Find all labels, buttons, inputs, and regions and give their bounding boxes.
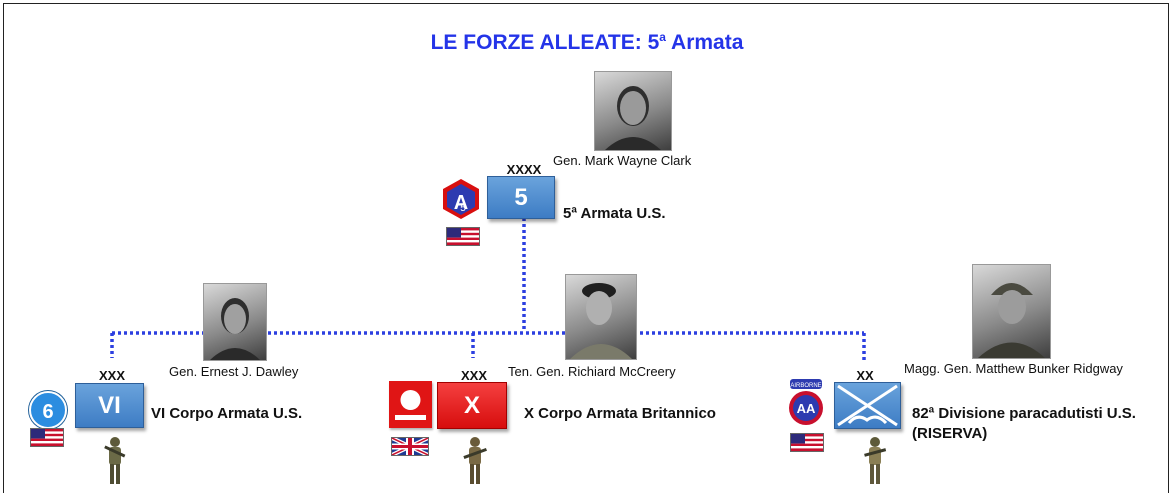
portrait-ridgway (972, 264, 1051, 359)
82nd-airborne-patch-icon: AIRBORNE AA (786, 378, 826, 433)
svg-text:AIRBORNE: AIRBORNE (790, 383, 821, 389)
us-flag-icon (446, 227, 480, 246)
unit-symbol-5-armata: 5 (487, 176, 555, 219)
unit-symbol-x-corpo: X (437, 382, 507, 429)
us-flag-icon (790, 433, 824, 452)
commander-mccreery: Ten. Gen. Richiard McCreery (508, 364, 676, 379)
us-flag-icon (30, 428, 64, 447)
commander-clark: Gen. Mark Wayne Clark (553, 153, 692, 168)
commander-dawley: Gen. Ernest J. Dawley (169, 364, 299, 379)
paratrooper-soldier-icon (861, 436, 889, 491)
diagram-frame (3, 3, 1169, 493)
uk-flag-icon (391, 436, 429, 457)
svg-text:A: A (454, 192, 468, 214)
unit-name-vi-corpo: VI Corpo Armata U.S. (151, 405, 303, 422)
portrait-clark (594, 71, 672, 151)
echelon-x-corpo: XXX (460, 368, 487, 383)
unit-name-82-div: 82ª Divisione paracadutisti U.S. (912, 405, 1136, 422)
portrait-dawley (203, 283, 267, 361)
portrait-mccreery (565, 274, 637, 360)
unit-name-82-div-reserve: (RISERVA) (912, 425, 988, 442)
echelon-82-div: XX (856, 368, 874, 383)
unit-name-x-corpo: X Corpo Armata Britannico (524, 405, 716, 422)
svg-text:5: 5 (460, 203, 466, 214)
unit-name-5-armata: 5ª Armata U.S. (563, 205, 666, 222)
airborne-infantry-symbol-icon (834, 382, 901, 429)
commander-ridgway: Magg. Gen. Matthew Bunker Ridgway (904, 361, 1123, 376)
vi-corps-patch-icon: 6 (29, 391, 67, 429)
us-soldier-icon (101, 436, 129, 491)
unit-symbol-vi-corpo: VI (75, 383, 144, 428)
svg-text:AA: AA (797, 401, 816, 416)
echelon-army: XXXX (506, 162, 542, 177)
x-corps-patch-icon (389, 381, 432, 428)
echelon-vi-corpo: XXX (98, 368, 125, 383)
uk-soldier-icon (461, 436, 489, 491)
page-title: LE FORZE ALLEATE: 5a Armata (430, 30, 744, 54)
